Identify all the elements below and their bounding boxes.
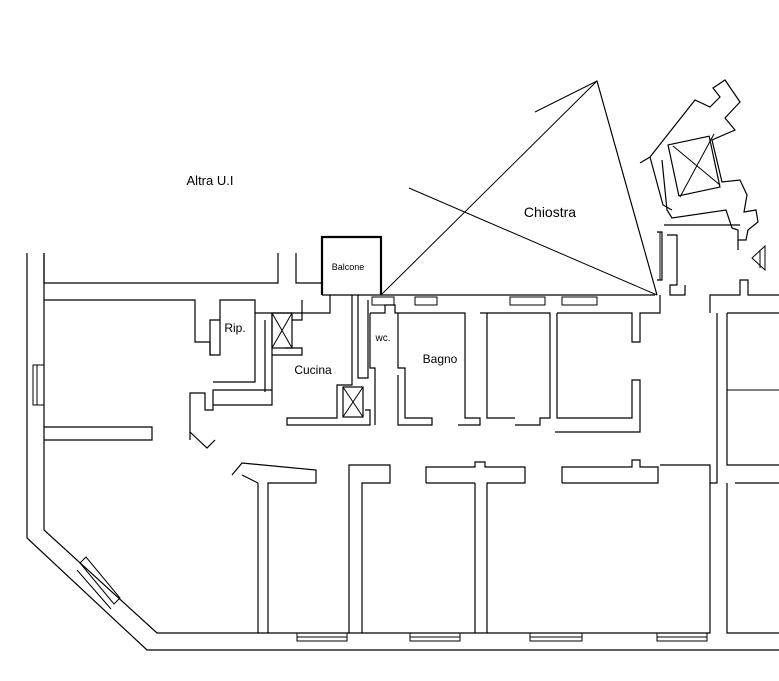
wc-label: wc.	[375, 333, 391, 344]
south-rooms	[231, 459, 711, 642]
shaft-north	[271, 295, 331, 356]
kitchen-label: Cucina	[294, 363, 332, 377]
other-unit-label: Altra U.I	[187, 173, 234, 188]
middle-rooms	[480, 295, 661, 433]
outer-west-wall	[26, 253, 779, 651]
bathroom-label: Bagno	[423, 352, 458, 366]
storage-label: Rip.	[224, 321, 245, 335]
courtyard-label: Chiostra	[524, 204, 576, 220]
courtyard: Chiostra	[380, 80, 658, 296]
balcony-label: Balcone	[332, 262, 365, 272]
stair-tower	[639, 79, 766, 296]
west-room	[44, 299, 303, 449]
balcony: Balcone	[320, 235, 383, 295]
wc-room: wc.	[369, 296, 433, 426]
kitchen: Cucina	[286, 295, 371, 426]
storage-room: Rip.	[209, 313, 273, 406]
bathroom: Bagno	[405, 296, 481, 426]
north-wall	[43, 253, 655, 296]
east-rooms	[660, 279, 779, 634]
